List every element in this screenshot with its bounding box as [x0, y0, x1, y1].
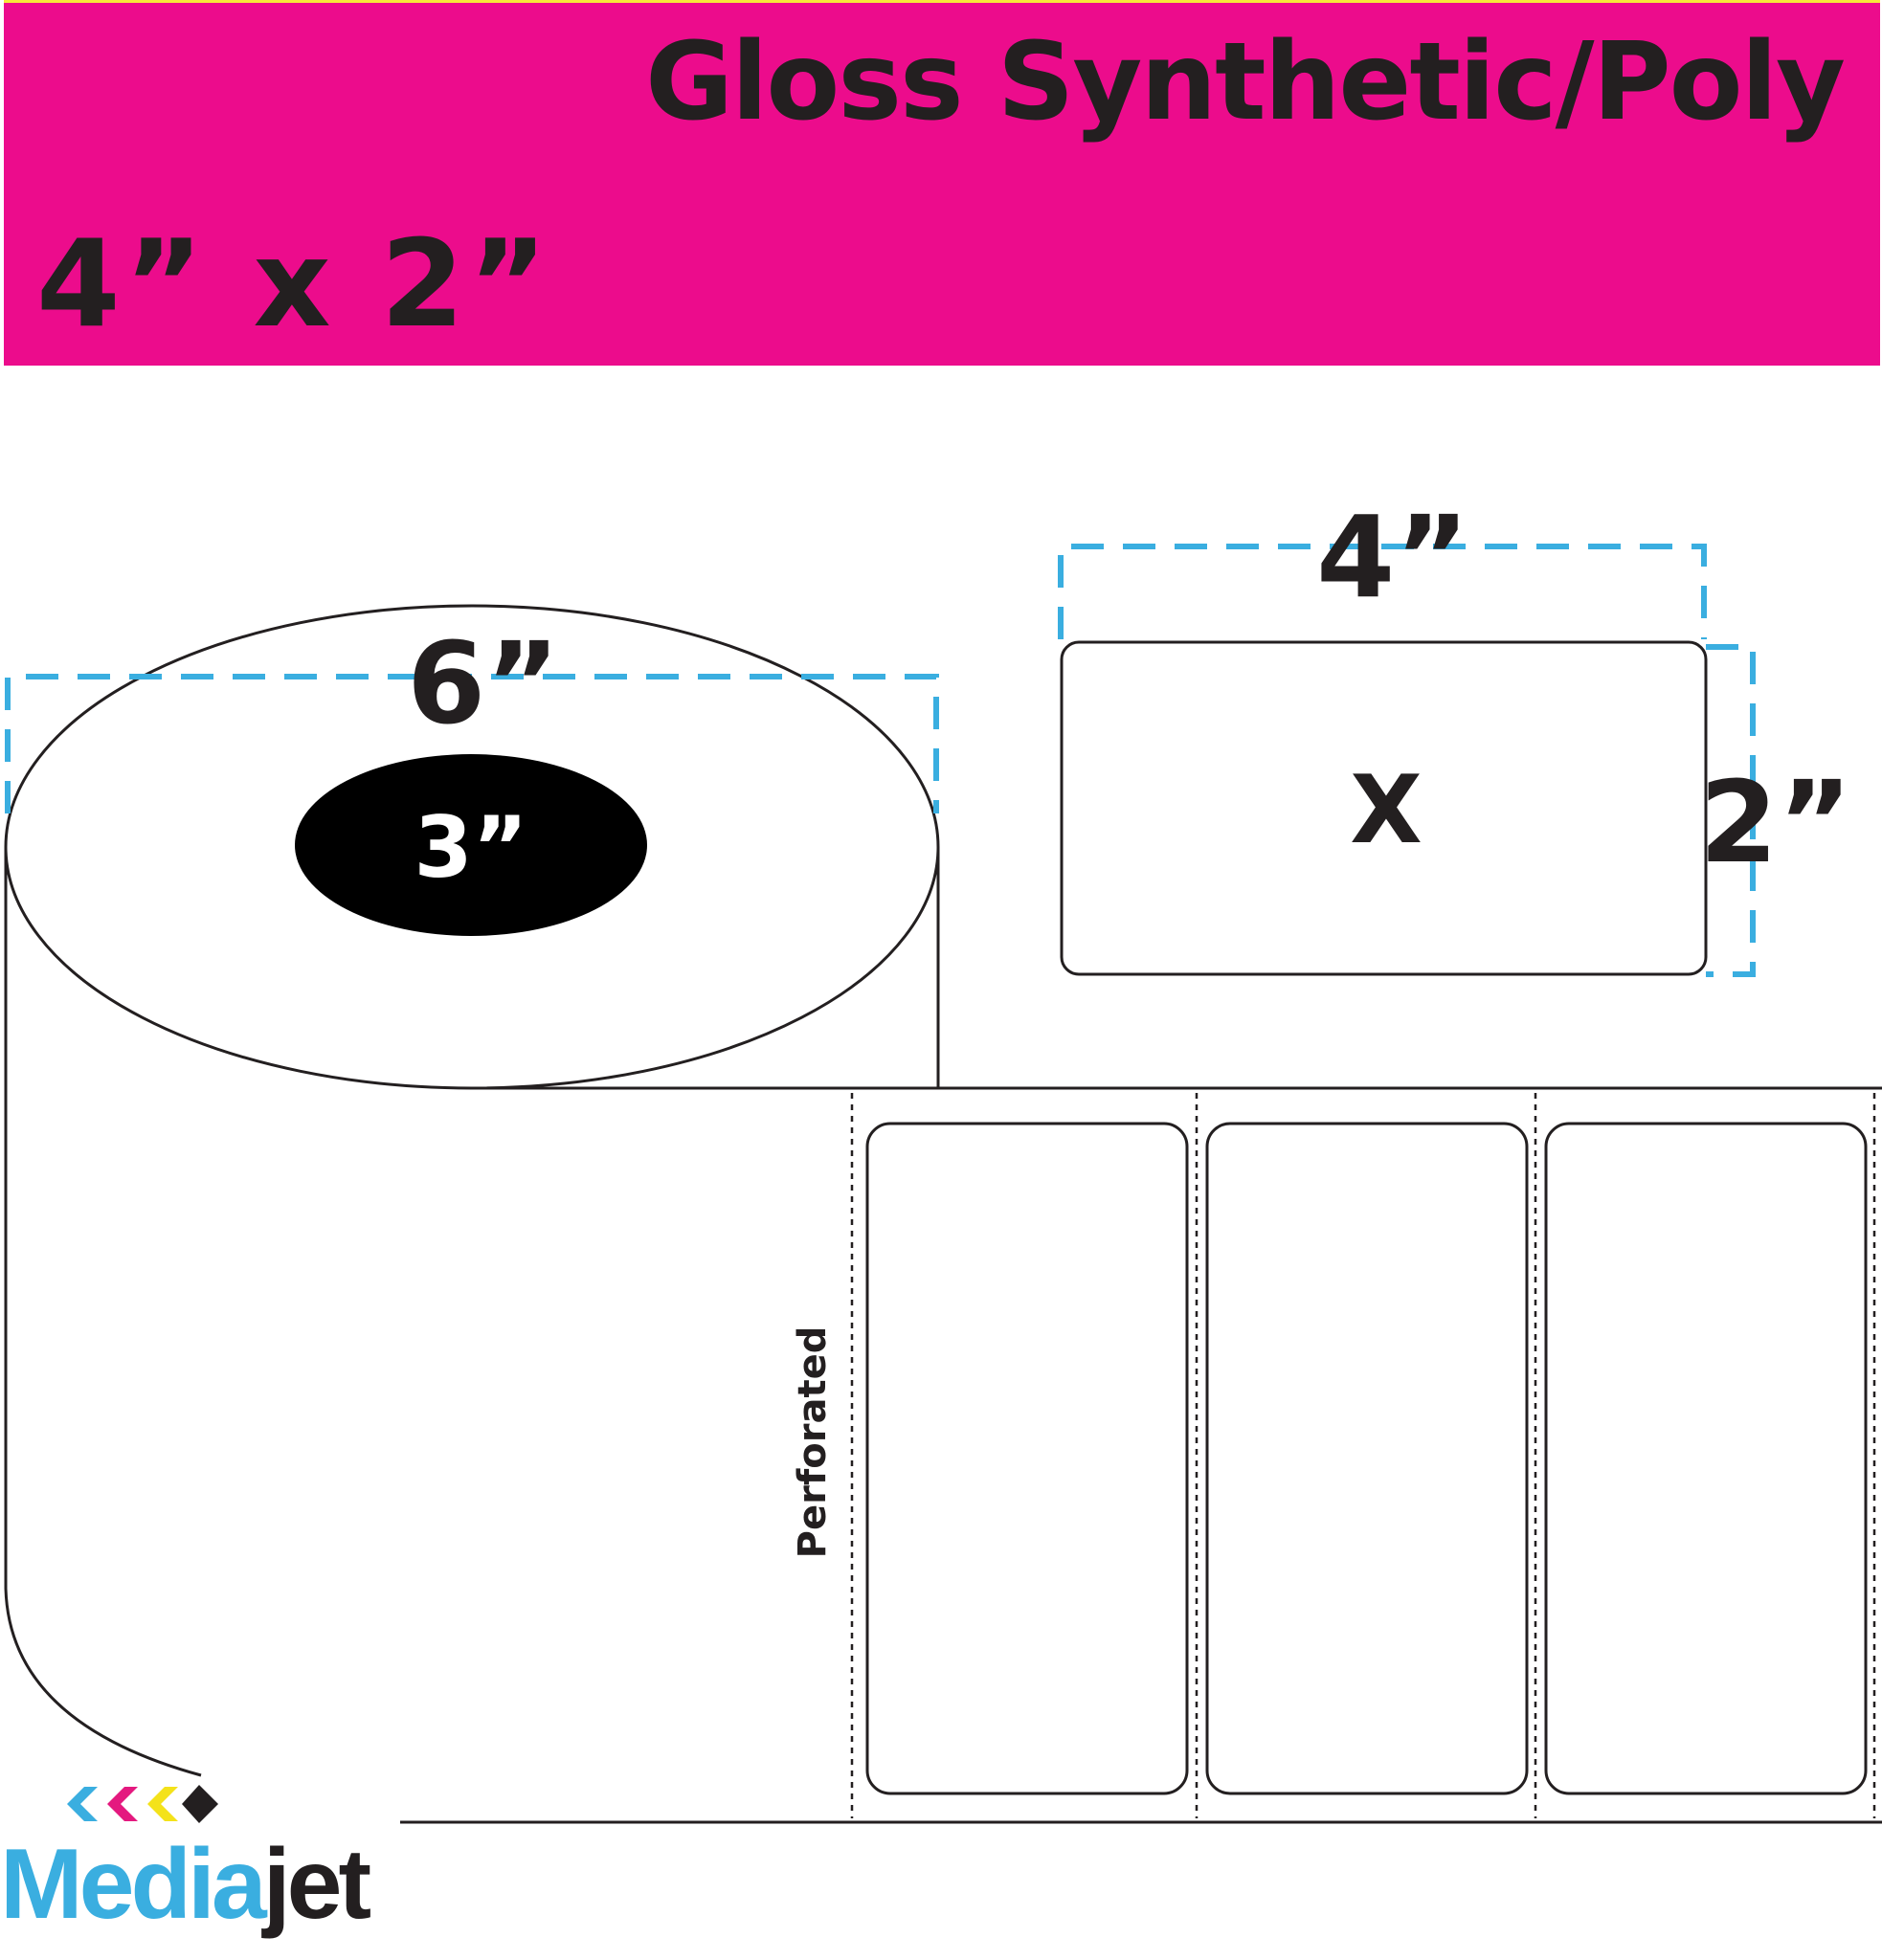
roll-width-dimension-line [5, 674, 939, 813]
logo-text-media: Media [0, 1829, 267, 1940]
roll-body [4, 847, 202, 1777]
label-width-dimension-line [1058, 544, 1707, 639]
strip-label [1544, 1122, 1868, 1795]
label-height-text: 2” [1699, 756, 1852, 888]
label-width-text: 4” [1316, 491, 1469, 623]
roll-diameter-label: 6” [407, 617, 560, 749]
label-mark: X [1350, 756, 1423, 865]
strip-label [865, 1122, 1189, 1795]
logo-icon [67, 1785, 218, 1823]
header-banner: Gloss Synthetic/Poly 4” x 2” [4, 0, 1880, 366]
perforated-label: Perforated [791, 1326, 835, 1559]
logo-text-jet: jet [262, 1829, 371, 1940]
product-title: Gloss Synthetic/Poly [645, 20, 1846, 145]
label-size-title: 4” x 2” [36, 213, 551, 354]
label-height-dimension-line [1706, 644, 1756, 977]
roll-core [295, 754, 647, 936]
strip-label [1205, 1122, 1529, 1795]
label-outline [1060, 640, 1708, 976]
mediajet-logo: Mediajet [0, 1828, 371, 1942]
core-size-label: 3” [414, 798, 527, 897]
